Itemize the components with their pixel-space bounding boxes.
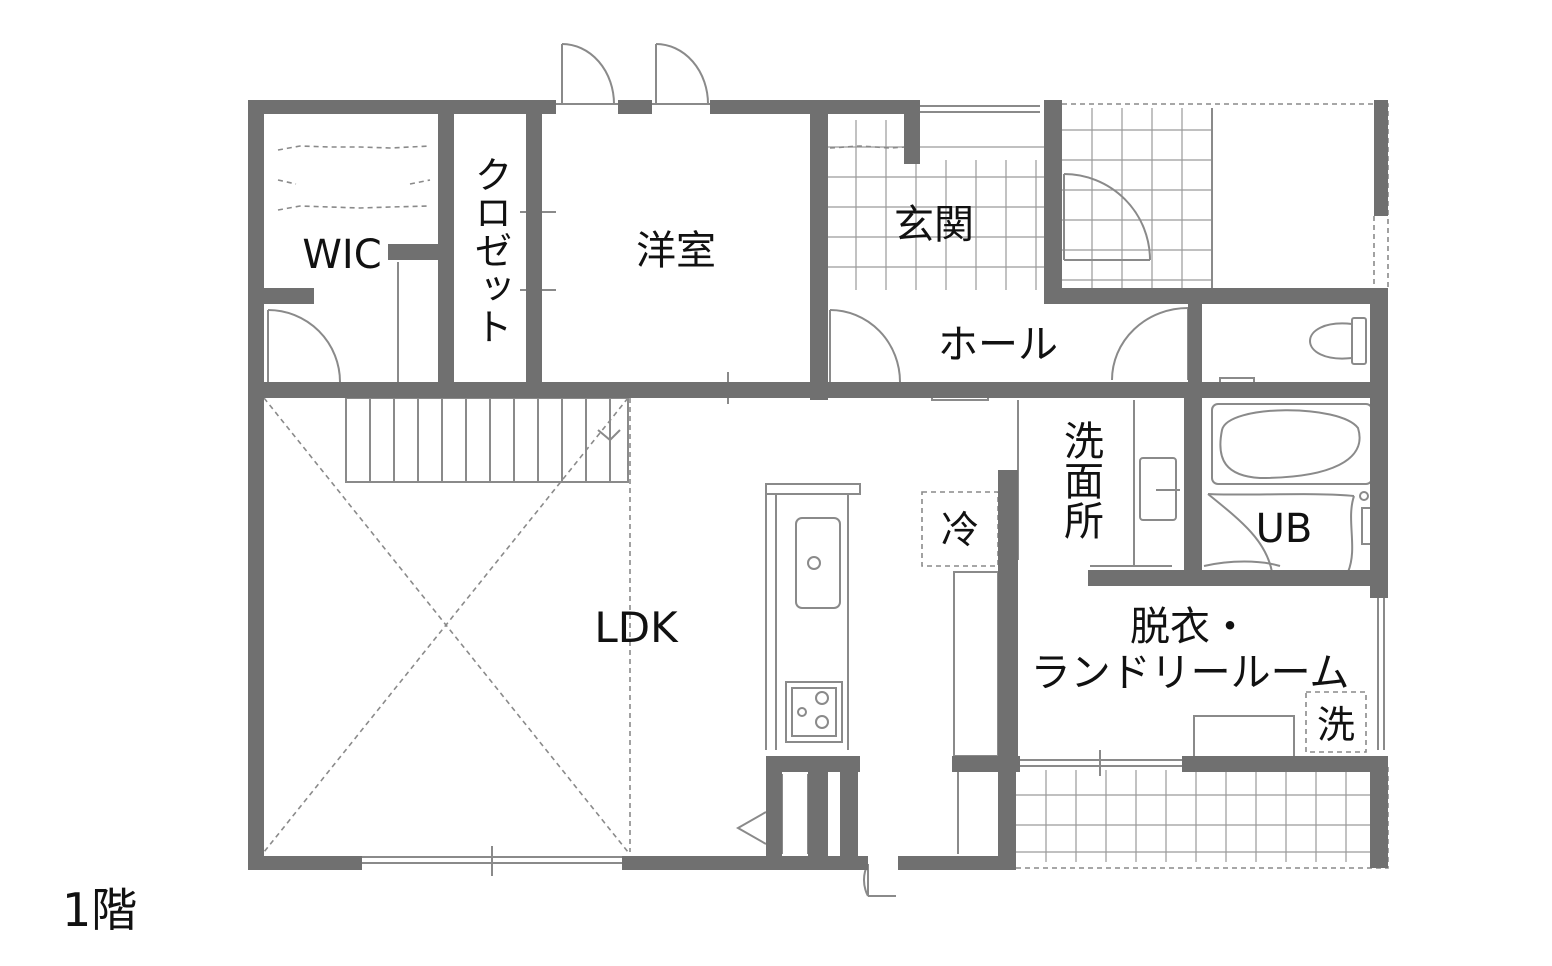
label-entrance: 玄関 bbox=[894, 202, 974, 248]
floor-label: 1階 bbox=[62, 883, 137, 937]
label-laundry-line2: ランドリールーム bbox=[1031, 650, 1350, 696]
label-hall: ホール bbox=[938, 322, 1058, 368]
label-closet: クロゼット bbox=[468, 155, 512, 345]
doors bbox=[267, 43, 1281, 897]
label-fridge: 冷 bbox=[941, 508, 979, 552]
label-washroom: 洗面所 bbox=[1057, 420, 1103, 540]
label-ldk: LDK bbox=[594, 603, 679, 652]
label-western-room: 洋室 bbox=[636, 228, 716, 274]
label-wic: WIC bbox=[302, 232, 381, 278]
walls bbox=[248, 100, 1388, 870]
label-laundry-line1: 脱衣・ bbox=[1130, 604, 1250, 650]
label-bath: UB bbox=[1256, 506, 1313, 552]
label-washer: 洗 bbox=[1317, 703, 1355, 747]
entrance-tiles bbox=[828, 120, 1048, 290]
terrace-tiles bbox=[1016, 770, 1370, 862]
